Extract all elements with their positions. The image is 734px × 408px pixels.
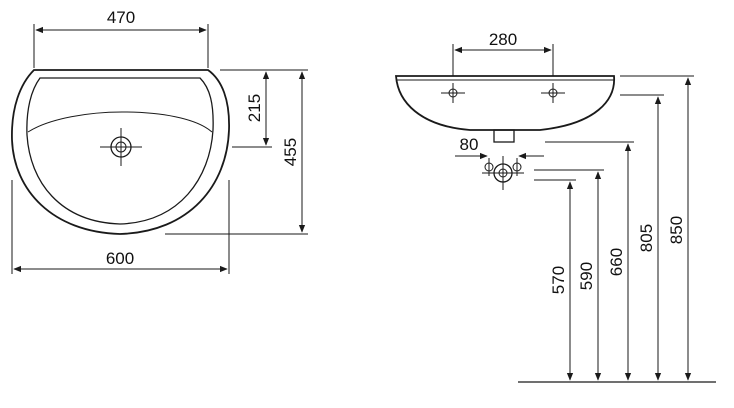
basin-inner-rim bbox=[26, 77, 214, 225]
supply-connection-icon bbox=[482, 156, 524, 190]
top-view: 470 600 215 455 bbox=[11, 8, 308, 274]
bowl-curve bbox=[27, 111, 213, 133]
dim-280-label: 280 bbox=[489, 30, 517, 49]
drain-outlet bbox=[493, 129, 515, 143]
dim-805-label: 805 bbox=[637, 224, 656, 252]
basin-side-profile bbox=[395, 75, 615, 131]
dim-850-label: 850 bbox=[667, 216, 686, 244]
tap-hole-right-icon bbox=[541, 83, 565, 103]
dim-590-label: 590 bbox=[577, 262, 596, 290]
dim-600-label: 600 bbox=[106, 249, 134, 268]
tap-hole-left-icon bbox=[441, 83, 465, 103]
basin-outer-outline bbox=[11, 69, 230, 235]
dim-570-label: 570 bbox=[549, 266, 568, 294]
dim-455-label: 455 bbox=[281, 138, 300, 166]
dim-660-label: 660 bbox=[607, 248, 626, 276]
dim-80-label: 80 bbox=[460, 135, 479, 154]
dim-470-label: 470 bbox=[107, 8, 135, 27]
drain-icon bbox=[100, 128, 142, 166]
side-view: 280 80 570 590 660 bbox=[395, 30, 716, 383]
dim-215-label: 215 bbox=[245, 94, 264, 122]
